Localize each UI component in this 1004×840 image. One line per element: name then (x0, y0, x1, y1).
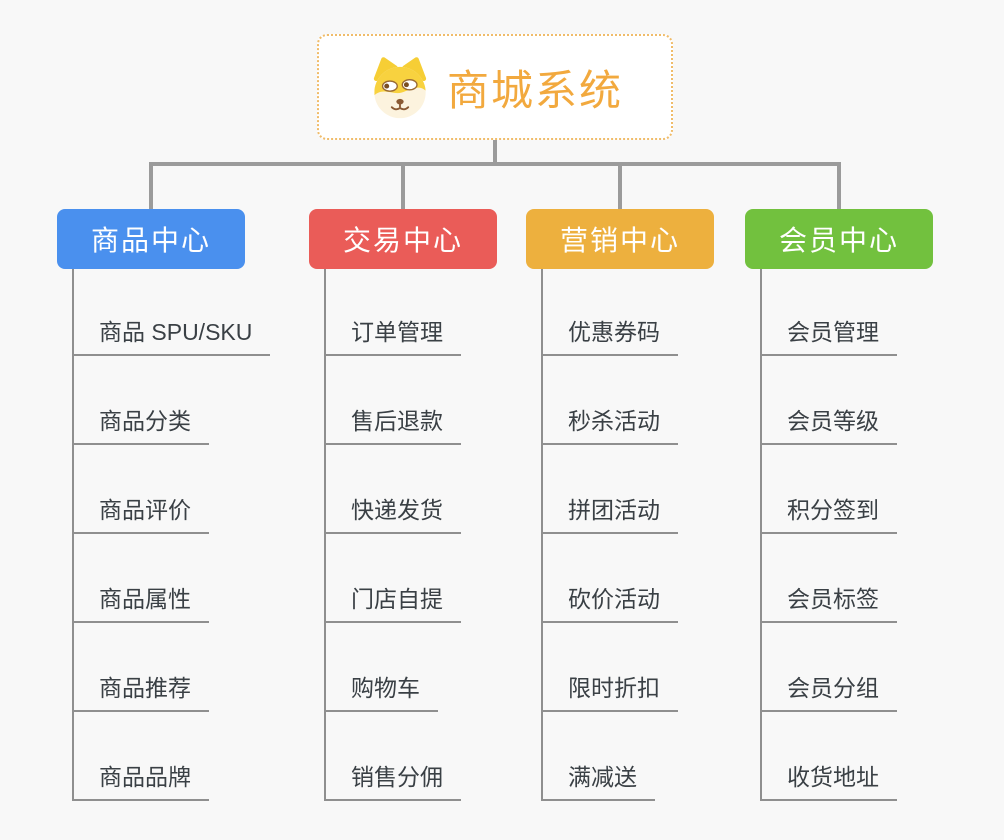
subtopic-node-marketing-center-4[interactable]: 砍价活动 (541, 572, 678, 623)
subtopic-node-marketing-center-1[interactable]: 优惠券码 (541, 305, 678, 356)
subtopic-node-trade-center-1[interactable]: 订单管理 (324, 305, 461, 356)
connector-bus (149, 162, 841, 166)
connector-trunk-member-center (760, 269, 762, 801)
subtopic-node-member-center-6[interactable]: 收货地址 (760, 750, 897, 801)
subtopic-node-product-center-3[interactable]: 商品评价 (72, 483, 209, 534)
subtopic-node-marketing-center-5[interactable]: 限时折扣 (541, 661, 678, 712)
connector-stub-marketing-center (618, 164, 622, 209)
subtopic-node-trade-center-3[interactable]: 快递发货 (324, 483, 461, 534)
subtopic-node-product-center-6[interactable]: 商品品牌 (72, 750, 209, 801)
dog-face-icon (373, 57, 427, 119)
subtopic-node-product-center-4[interactable]: 商品属性 (72, 572, 209, 623)
subtopic-node-marketing-center-2[interactable]: 秒杀活动 (541, 394, 678, 445)
root-node[interactable]: 商城系统 (317, 34, 673, 140)
branch-node-member-center[interactable]: 会员中心 (745, 209, 933, 269)
connector-stub-trade-center (401, 164, 405, 209)
subtopic-node-member-center-1[interactable]: 会员管理 (760, 305, 897, 356)
connector-root-stub (493, 140, 497, 164)
subtopic-node-marketing-center-3[interactable]: 拼团活动 (541, 483, 678, 534)
subtopic-node-product-center-2[interactable]: 商品分类 (72, 394, 209, 445)
subtopic-node-trade-center-6[interactable]: 销售分佣 (324, 750, 461, 801)
root-title: 商城系统 (446, 66, 623, 114)
subtopic-node-member-center-5[interactable]: 会员分组 (760, 661, 897, 712)
connector-trunk-marketing-center (541, 269, 543, 801)
subtopic-node-marketing-center-6[interactable]: 满减送 (541, 750, 655, 801)
connector-trunk-product-center (72, 269, 74, 801)
subtopic-node-trade-center-5[interactable]: 购物车 (324, 661, 438, 712)
subtopic-node-product-center-1[interactable]: 商品 SPU/SKU (72, 305, 271, 356)
connector-stub-product-center (149, 164, 153, 209)
subtopic-node-member-center-2[interactable]: 会员等级 (760, 394, 897, 445)
branch-node-trade-center[interactable]: 交易中心 (309, 209, 497, 269)
subtopic-node-trade-center-4[interactable]: 门店自提 (324, 572, 461, 623)
subtopic-node-product-center-5[interactable]: 商品推荐 (72, 661, 209, 712)
connector-trunk-trade-center (324, 269, 326, 801)
subtopic-node-member-center-3[interactable]: 积分签到 (760, 483, 897, 534)
subtopic-node-trade-center-2[interactable]: 售后退款 (324, 394, 461, 445)
branch-node-product-center[interactable]: 商品中心 (57, 209, 245, 269)
branch-node-marketing-center[interactable]: 营销中心 (526, 209, 714, 269)
connector-stub-member-center (837, 164, 841, 209)
subtopic-node-member-center-4[interactable]: 会员标签 (760, 572, 897, 623)
